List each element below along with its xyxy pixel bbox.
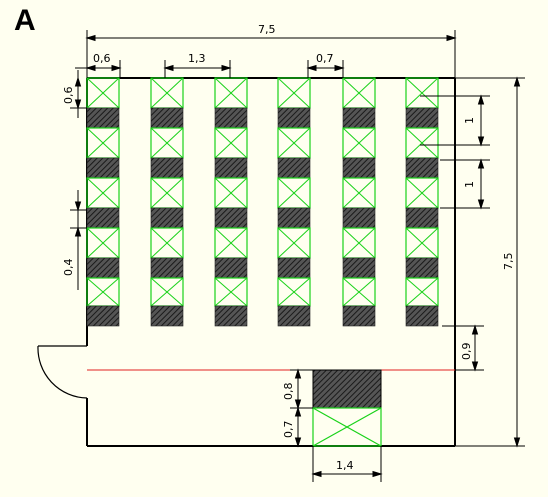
crossed-shelf	[214, 77, 248, 109]
hatched-shelf	[150, 107, 184, 129]
bottom-hatched-block	[312, 369, 382, 409]
hatched-shelf	[405, 207, 439, 229]
crossed-shelf	[150, 127, 184, 159]
hatched-shelf	[214, 157, 248, 179]
dim-cell-04: 0,4	[62, 259, 75, 277]
hatched-shelf	[150, 257, 184, 279]
crossed-shelf	[214, 127, 248, 159]
crossed-shelf	[86, 277, 120, 307]
dim-08: 0,8	[282, 383, 295, 401]
crossed-shelf	[150, 227, 184, 259]
hatched-shelf	[86, 257, 120, 279]
dim-aisle-left: 0,6	[93, 52, 111, 65]
hatched-shelf	[342, 107, 376, 129]
dim-14: 1,4	[336, 459, 354, 472]
crossed-shelf	[405, 177, 439, 209]
crossed-shelf	[405, 77, 439, 109]
dim-corridor-09: 0,9	[460, 343, 473, 361]
crossed-shelf	[342, 177, 376, 209]
hatched-shelf	[342, 207, 376, 229]
dimension-labels: 7,5 0,6 1,3 0,7 7,5 0,6 0,4 1 1 0,9 0,8 …	[62, 23, 515, 472]
crossed-shelf	[214, 177, 248, 209]
door-swing	[37, 345, 88, 399]
dim-shelf-width: 0,7	[316, 52, 334, 65]
hatched-shelf	[342, 157, 376, 179]
hatched-shelf	[277, 207, 311, 229]
crossed-shelf	[277, 177, 311, 209]
crossed-shelf	[342, 127, 376, 159]
dim-07: 0,7	[282, 421, 295, 439]
hatched-shelf	[150, 157, 184, 179]
hatched-shelf	[405, 157, 439, 179]
crossed-shelf	[277, 227, 311, 259]
hatched-shelf	[86, 305, 120, 327]
crossed-shelf	[277, 77, 311, 109]
crossed-shelf	[342, 277, 376, 307]
hatched-shelf	[277, 157, 311, 179]
crossed-shelf	[405, 127, 439, 159]
hatched-shelf	[342, 305, 376, 327]
hatched-shelf	[86, 157, 120, 179]
hatched-shelf	[150, 207, 184, 229]
crossed-shelf	[342, 227, 376, 259]
bottom-green-block	[312, 407, 382, 447]
hatched-shelf	[277, 305, 311, 327]
bottom-rack-unit	[312, 369, 382, 447]
crossed-shelf	[405, 277, 439, 307]
dim-aisle-between: 1,3	[188, 52, 206, 65]
hatched-shelf	[342, 257, 376, 279]
rack-columns	[86, 77, 439, 327]
hatched-shelf	[277, 257, 311, 279]
crossed-shelf	[277, 127, 311, 159]
dim-width-total: 7,5	[258, 23, 276, 36]
crossed-shelf	[214, 277, 248, 307]
crossed-shelf	[405, 227, 439, 259]
hatched-shelf	[214, 107, 248, 129]
crossed-shelf	[150, 177, 184, 209]
hatched-shelf	[150, 305, 184, 327]
dim-height-total: 7,5	[502, 253, 515, 271]
dim-gap-1a: 1	[463, 117, 476, 124]
crossed-shelf	[86, 227, 120, 259]
hatched-shelf	[214, 207, 248, 229]
panel-label: A	[14, 4, 36, 37]
dimension-lines	[70, 30, 525, 482]
crossed-shelf	[86, 77, 120, 109]
hatched-shelf	[86, 107, 120, 129]
crossed-shelf	[86, 127, 120, 159]
hatched-shelf	[214, 305, 248, 327]
dim-gap-1b: 1	[463, 181, 476, 188]
hatched-shelf	[214, 257, 248, 279]
crossed-shelf	[277, 277, 311, 307]
room-walls	[86, 77, 456, 447]
hatched-shelf	[405, 257, 439, 279]
crossed-shelf	[150, 277, 184, 307]
crossed-shelf	[214, 227, 248, 259]
hatched-shelf	[405, 305, 439, 327]
dim-shelf-depth-top: 0,6	[62, 87, 75, 105]
hatched-shelf	[86, 207, 120, 229]
hatched-shelf	[405, 107, 439, 129]
crossed-shelf	[342, 77, 376, 109]
hatched-shelf	[277, 107, 311, 129]
crossed-shelf	[150, 77, 184, 109]
crossed-shelf	[86, 177, 120, 209]
